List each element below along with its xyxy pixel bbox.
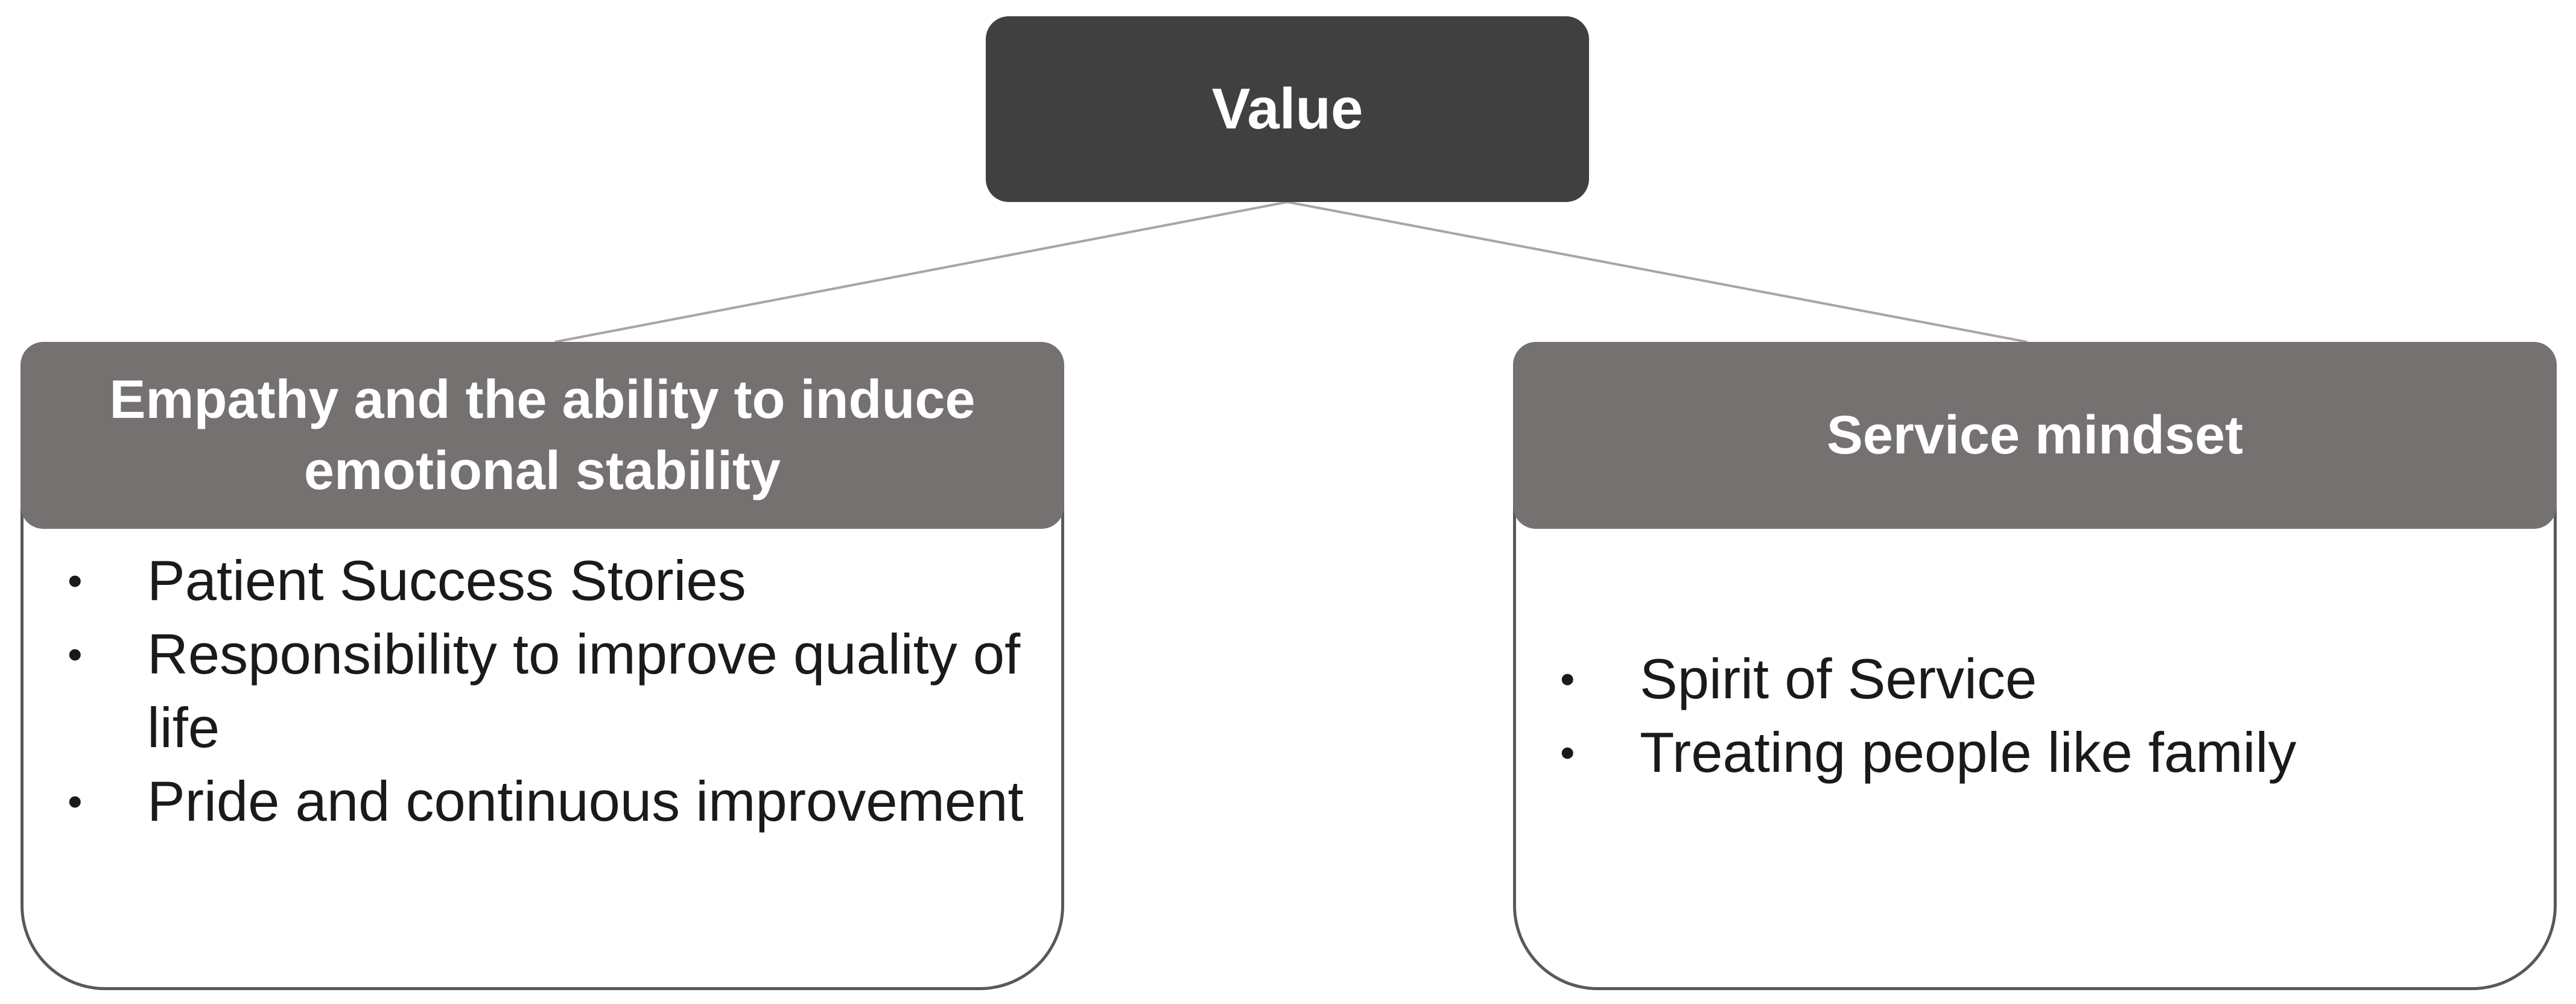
bullet-item: Spirit of Service [1513, 642, 2533, 716]
branch-service-mindset: Service mindset Spirit of Service Treati… [1513, 342, 2557, 990]
bullet-item: Patient Success Stories [21, 544, 1040, 617]
branch-title: Empathy and the ability to induce emotio… [109, 370, 976, 501]
connector-left [554, 201, 1288, 343]
bullet-item: Pride and continuous improvement [21, 765, 1040, 838]
connector-right [1287, 201, 2028, 343]
root-node-label: Value [1211, 77, 1363, 141]
bullet-list: Spirit of Service Treating people like f… [1513, 642, 2533, 789]
bullet-list: Patient Success Stories Responsibility t… [21, 544, 1040, 838]
branch-title: Service mindset [1826, 405, 2244, 466]
bullet-item: Treating people like family [1513, 716, 2533, 789]
branch-header: Empathy and the ability to induce emotio… [21, 342, 1064, 529]
bullet-item: Responsibility to improve quality of lif… [21, 617, 1040, 765]
root-node-value: Value [986, 16, 1589, 202]
branch-header: Service mindset [1513, 342, 2557, 529]
branch-empathy: Empathy and the ability to induce emotio… [21, 342, 1064, 990]
